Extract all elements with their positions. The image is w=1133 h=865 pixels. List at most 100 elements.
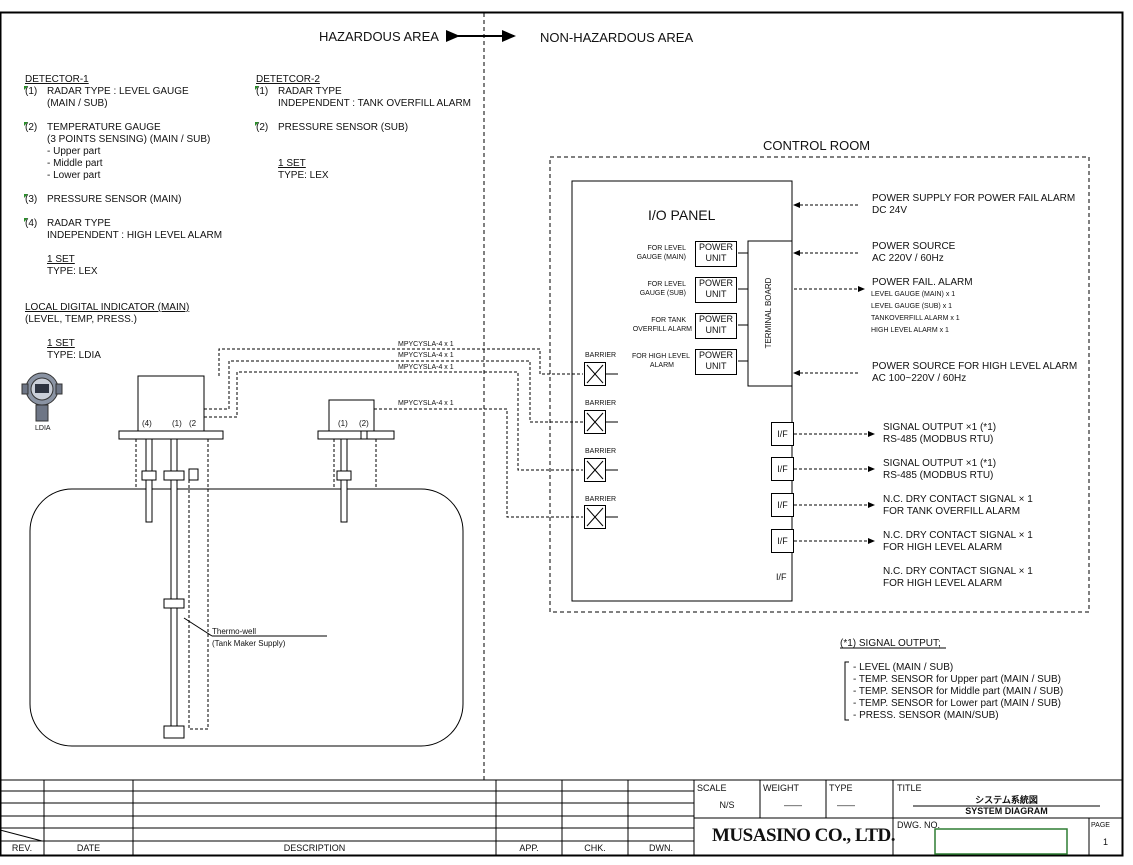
cable-4 — [374, 408, 583, 518]
indicator-set: 1 SET — [47, 338, 75, 349]
power-unit-label: OVERFILL ALARM — [632, 326, 692, 333]
detector1-item2-line: TEMPERATURE GAUGE — [47, 122, 161, 133]
date-header: DATE — [76, 843, 101, 853]
high-level-source-value: AC 100~220V / 60Hz — [872, 373, 967, 384]
barrier-label: BARRIER — [585, 400, 617, 407]
if-box: I/F — [771, 529, 794, 553]
port-label: (1) — [172, 419, 182, 428]
signal-output-title: SIGNAL OUTPUT ×1 (*1) — [883, 458, 997, 469]
barrier-icon — [584, 362, 606, 386]
detector2-set: 1 SET — [278, 158, 306, 169]
sheet-frame — [0, 11, 1124, 857]
if-box: I/F — [771, 493, 794, 517]
port-label: (2 — [189, 419, 197, 428]
power-unit-label: FOR LEVEL — [647, 281, 686, 288]
indicator-title: LOCAL DIGITAL INDICATOR (MAIN) — [25, 302, 190, 313]
power-unit-label: ALARM — [649, 362, 674, 369]
power-fail-supply-title: POWER SUPPLY FOR POWER FAIL ALARM — [872, 193, 1076, 204]
high-level-source-title: POWER SOURCE FOR HIGH LEVEL ALARM — [872, 361, 1078, 372]
tank-outline — [29, 488, 464, 747]
barrier-label: BARRIER — [585, 448, 617, 455]
note-item: - TEMP. SENSOR for Lower part (MAIN / SU… — [853, 698, 1062, 709]
dwg-no-label: DWG. NO. — [897, 820, 940, 830]
title-block-grid — [0, 779, 1122, 855]
flag-icon — [24, 194, 28, 198]
type-label: TYPE — [829, 783, 853, 793]
detector1-item4-num: (4) — [25, 218, 38, 229]
barrier-label: BARRIER — [585, 496, 617, 503]
flag-icon — [24, 122, 28, 126]
signal-output-detail: FOR HIGH LEVEL ALARM — [883, 542, 1003, 553]
note-item: - TEMP. SENSOR for Middle part (MAIN / S… — [853, 686, 1064, 697]
flag-icon — [255, 86, 259, 90]
power-fail-item: LEVEL GAUGE (SUB) x 1 — [871, 303, 953, 310]
detector1-type: TYPE: LEX — [47, 266, 98, 277]
power-source-title: POWER SOURCE — [872, 241, 956, 252]
probe-2 — [188, 468, 199, 481]
if-box: I/F — [771, 422, 794, 446]
control-room-label: CONTROL ROOM — [763, 138, 871, 153]
power-fail-item: HIGH LEVEL ALARM x 1 — [871, 327, 949, 334]
detector1-item4-line: RADAR TYPE — [47, 218, 111, 229]
dwn-header: DWN. — [649, 843, 673, 853]
if-label: I/F — [776, 572, 787, 582]
power-unit-label: GAUGE (MAIN) — [636, 254, 686, 261]
cable-2 — [204, 360, 583, 423]
chk-header: CHK. — [584, 843, 606, 853]
flag-icon — [24, 218, 28, 222]
note-item: - TEMP. SENSOR for Upper part (MAIN / SU… — [853, 674, 1062, 685]
power-fail-item: LEVEL GAUGE (MAIN) x 1 — [871, 291, 956, 298]
cable-1 — [218, 348, 583, 376]
ldia-label: LDIA — [35, 425, 51, 432]
note-item: - PRESS. SENSOR (MAIN/SUB) — [853, 710, 999, 721]
page-label: PAGE — [1091, 822, 1110, 829]
detector2-item2-num: (2) — [256, 122, 269, 133]
thermowell-label: Thermo-well — [212, 627, 257, 636]
flag-icon — [24, 86, 28, 90]
detector1-item3-num: (3) — [25, 194, 38, 205]
scale-label: SCALE — [697, 783, 727, 793]
barrier-icon — [584, 410, 606, 434]
ldia-indicator-icon — [21, 372, 63, 422]
control-room-boundary — [549, 156, 1090, 613]
detector1-title: DETECTOR-1 — [25, 74, 89, 85]
barrier-icon — [584, 458, 606, 482]
flag-icon — [255, 122, 259, 126]
description-header: DESCRIPTION — [283, 843, 346, 853]
weight-value: —— — [784, 800, 802, 810]
terminal-board-label: TERMINAL BOARD — [764, 277, 773, 349]
weight-label: WEIGHT — [763, 783, 799, 793]
detector2-item1-line: INDEPENDENT : TANK OVERFILL ALARM — [278, 98, 472, 109]
detector2-item1-num: (1) — [256, 86, 269, 97]
power-fail-item: TANKOVERFILL ALARM x 1 — [871, 315, 960, 322]
barrier-icon — [584, 505, 606, 529]
company-logo: MUSASINO CO., LTD. — [712, 825, 895, 846]
signal-output-title: N.C. DRY CONTACT SIGNAL × 1 — [883, 566, 1033, 577]
signal-output-detail: FOR TANK OVERFILL ALARM — [883, 506, 1021, 517]
detector1-item1-line: (MAIN / SUB) — [47, 98, 108, 109]
detector2-item2-line: PRESSURE SENSOR (SUB) — [278, 122, 409, 133]
note-title: (*1) SIGNAL OUTPUT; — [840, 638, 941, 649]
dwg-number-box — [934, 828, 1068, 855]
detector1-set: 1 SET — [47, 254, 75, 265]
detector1-item1-line: RADAR TYPE : LEVEL GAUGE — [47, 86, 189, 97]
detector2-item1-line: RADAR TYPE — [278, 86, 342, 97]
cable-label: MPYCYSLA-4 x 1 — [398, 341, 454, 348]
note-item: - LEVEL (MAIN / SUB) — [853, 662, 954, 673]
detector1-item2-line: - Middle part — [47, 158, 103, 169]
if-box: I/F — [771, 457, 794, 481]
cable-label: MPYCYSLA-4 x 1 — [398, 400, 454, 407]
hazardous-area-label: HAZARDOUS AREA — [319, 29, 439, 44]
app-header: APP. — [519, 843, 539, 853]
port-label: (2) — [359, 419, 369, 428]
cable-3 — [204, 371, 583, 471]
signal-output-title: SIGNAL OUTPUT ×1 (*1) — [883, 422, 997, 433]
detector1-item2-line: (3 POINTS SENSING) (MAIN / SUB) — [47, 134, 211, 145]
barrier-label: BARRIER — [585, 352, 617, 359]
detector1-item2-line: - Upper part — [47, 146, 101, 157]
